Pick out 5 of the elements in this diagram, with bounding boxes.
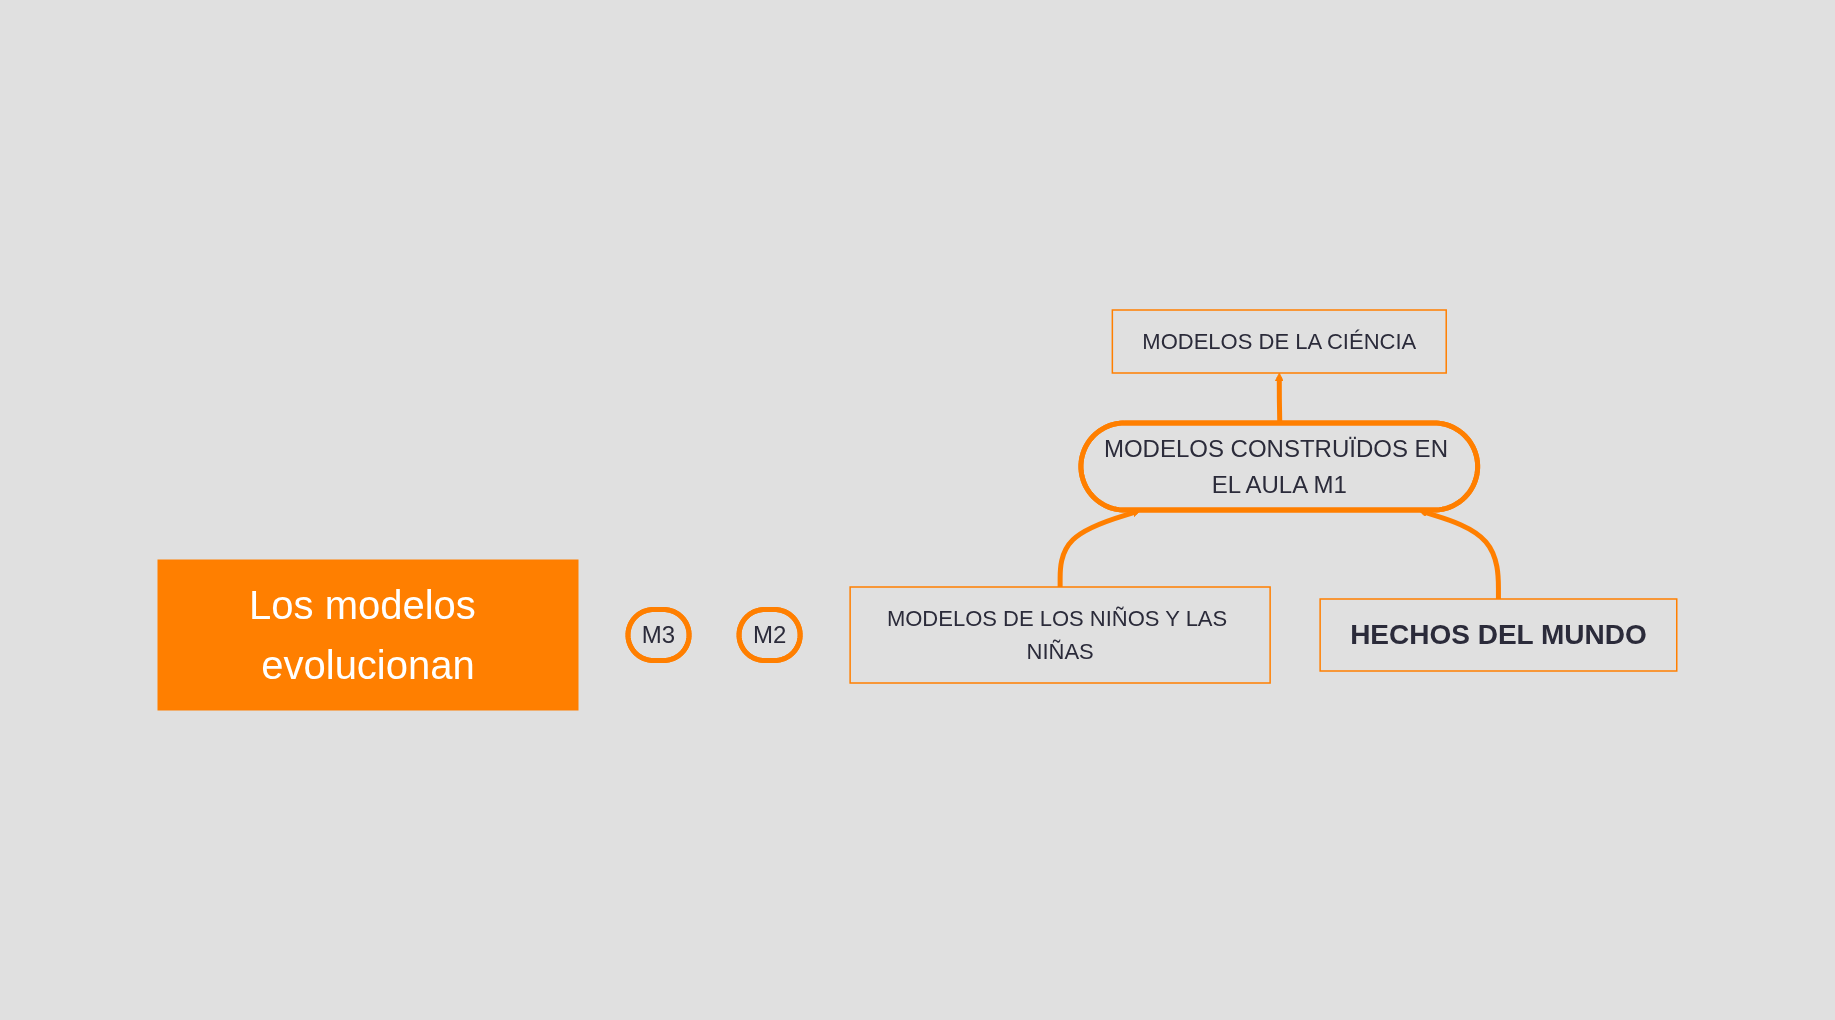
node-box: HECHOS DEL MUNDO: [1319, 598, 1678, 672]
node-box: MODELOS DE LA CIÉNCIA: [1111, 309, 1448, 374]
arrow: [1275, 372, 1284, 424]
node-box: MODELOS DE LOS NIÑOS Y LAS NIÑAS: [849, 586, 1271, 684]
node-box: Los modelos evolucionan: [157, 559, 579, 711]
